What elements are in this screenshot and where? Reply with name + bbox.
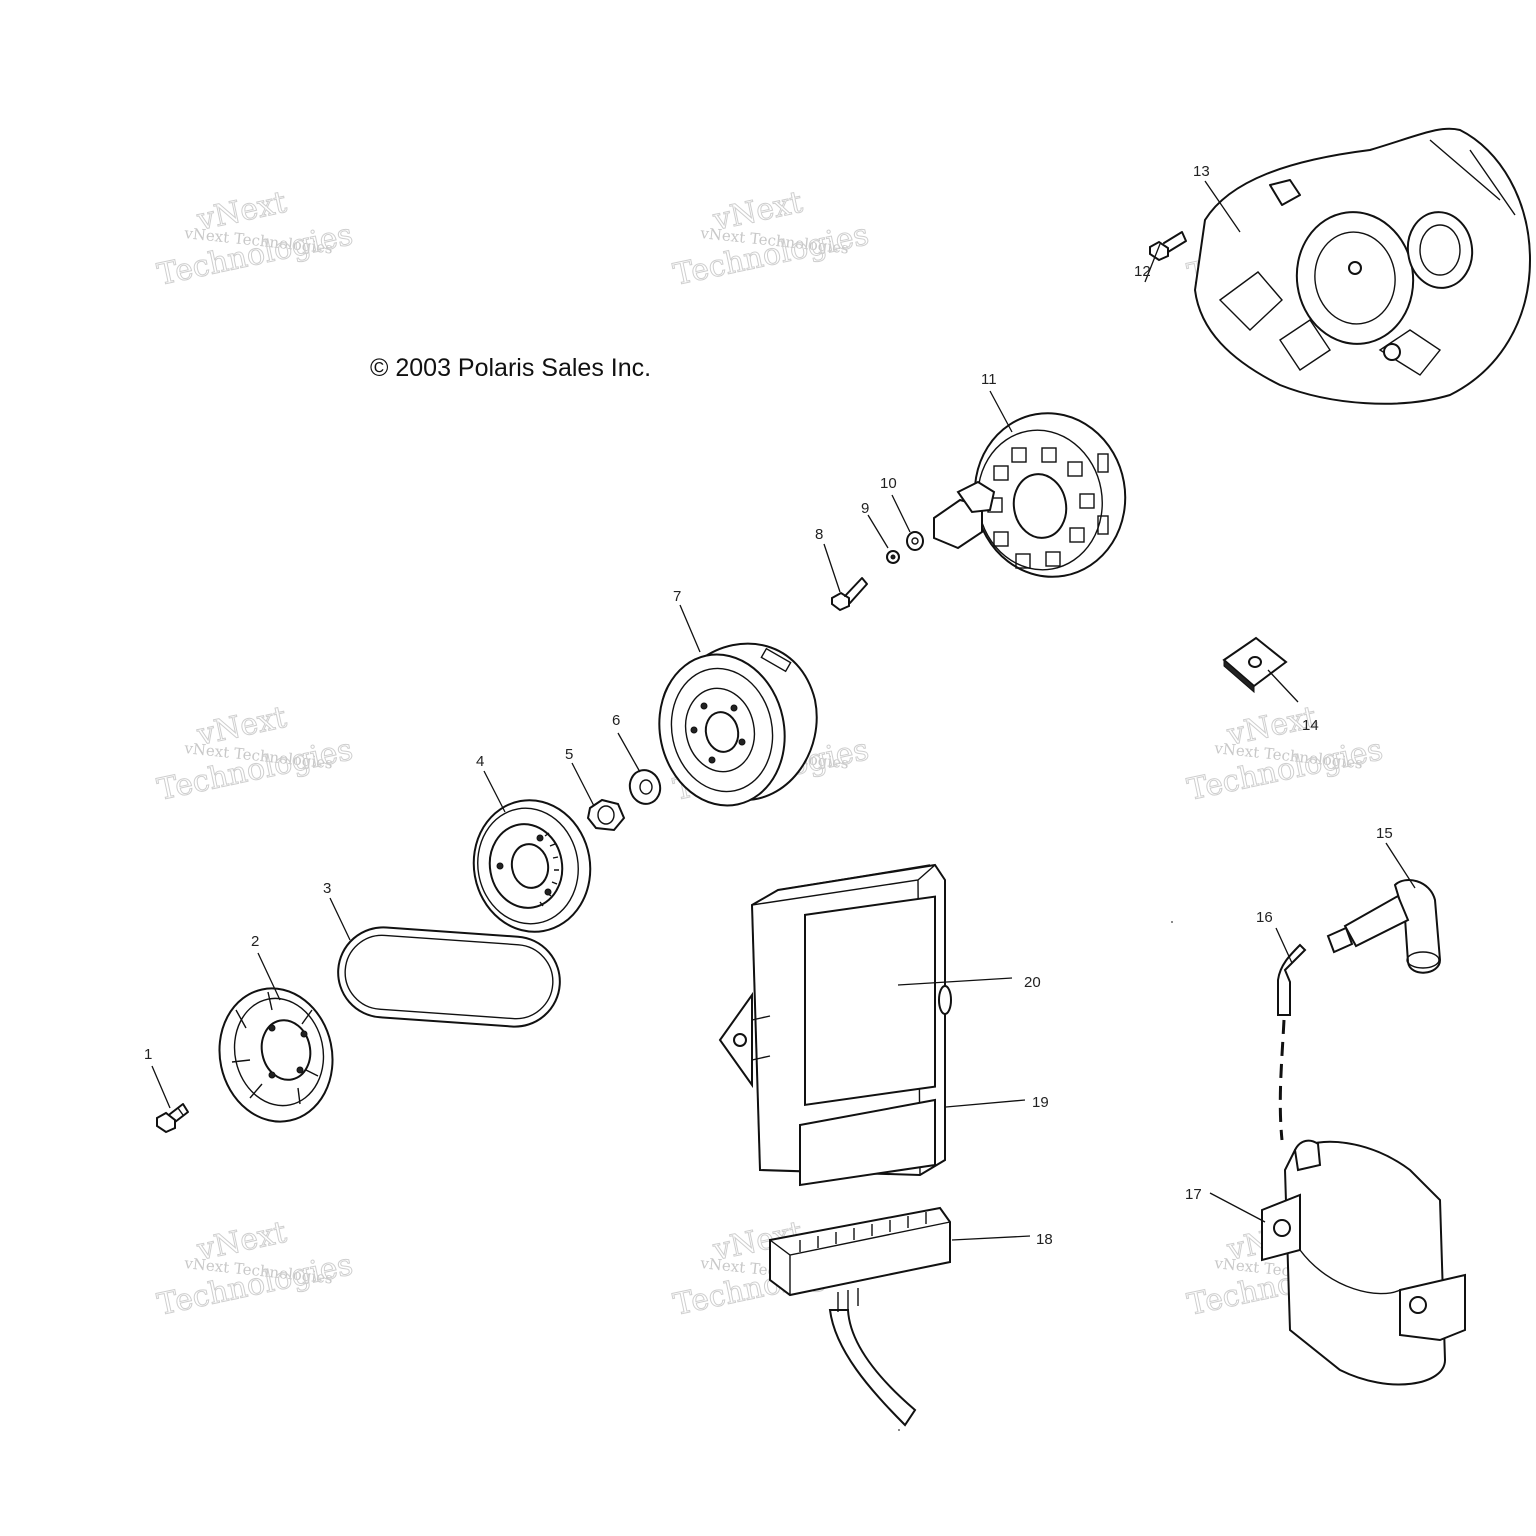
- part-2-pulley[interactable]: [207, 978, 344, 1132]
- callout-8: 8: [815, 526, 823, 543]
- part-4-sprocket[interactable]: [463, 791, 600, 941]
- callout-13: 13: [1193, 163, 1210, 180]
- stator-teeth: [987, 447, 1095, 569]
- scan-dot: [898, 1429, 900, 1431]
- part-9-lock-washer[interactable]: [886, 550, 900, 564]
- watermark: vNext vNext Technologies Technologies: [154, 1214, 356, 1323]
- watermark: vNext vNext Technologies Technologies: [670, 184, 872, 293]
- part-17-coil[interactable]: [1261, 1139, 1466, 1386]
- scan-dot: [1171, 921, 1173, 923]
- part-14-clip[interactable]: [1222, 636, 1288, 694]
- callout-2: 2: [251, 933, 259, 950]
- part-6-washer[interactable]: [626, 767, 664, 808]
- part-8-screw[interactable]: [831, 577, 868, 612]
- callout-1: 1: [144, 1046, 152, 1063]
- part-7-flywheel[interactable]: [646, 642, 818, 817]
- part-20-label-plate[interactable]: [804, 895, 936, 1107]
- callout-14: 14: [1302, 717, 1319, 734]
- callout-17: 17: [1185, 1186, 1202, 1203]
- part-labels: 1 2 3 4 5 6 7 8 9 10 11 12 13 14 15 16 1…: [144, 163, 1393, 1248]
- watermark: vNext vNext Technologies Technologies: [154, 184, 356, 293]
- part-12-bolt[interactable]: [1149, 231, 1187, 262]
- callout-11: 11: [981, 371, 997, 388]
- copyright-notice: © 2003 Polaris Sales Inc.: [370, 354, 651, 382]
- watermark: vNext vNext Technologies Technologies: [154, 699, 356, 808]
- callout-19: 19: [1032, 1094, 1049, 1111]
- part-1-bolt[interactable]: [156, 1103, 189, 1134]
- callout-7: 7: [673, 588, 681, 605]
- part-15-plug-cap[interactable]: [1326, 879, 1442, 974]
- watermark: vNext vNext Technologies Technologies: [1184, 699, 1386, 808]
- part-3-belt[interactable]: [335, 924, 563, 1029]
- callout-10: 10: [880, 475, 897, 492]
- part-5-nut[interactable]: [586, 798, 626, 832]
- callout-5: 5: [565, 746, 573, 763]
- callout-18: 18: [1036, 1231, 1053, 1248]
- callout-16: 16: [1256, 909, 1273, 926]
- callout-12: 12: [1134, 263, 1151, 280]
- part-16-wire[interactable]: [1277, 943, 1307, 1141]
- callout-3: 3: [323, 880, 331, 897]
- part-13-housing[interactable]: [1193, 127, 1532, 405]
- callout-4: 4: [476, 753, 484, 770]
- leader-lines: [151, 180, 1416, 1241]
- callout-9: 9: [861, 500, 869, 517]
- part-18-connector[interactable]: [769, 1206, 951, 1427]
- callout-20: 20: [1024, 974, 1041, 991]
- callout-15: 15: [1376, 825, 1393, 842]
- callout-6: 6: [612, 712, 620, 729]
- part-10-washer[interactable]: [906, 531, 924, 551]
- part-11-stator[interactable]: [933, 401, 1138, 589]
